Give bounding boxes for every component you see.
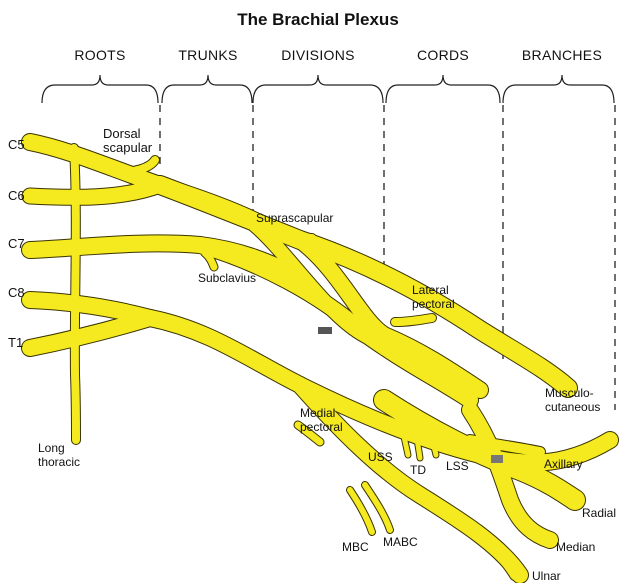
bracket-roots (42, 75, 158, 103)
lateral-pectoral-label-1: Lateral (412, 283, 449, 297)
header-roots: ROOTS (74, 47, 125, 63)
root-t1-label: T1 (8, 335, 23, 350)
bracket-branches (503, 75, 614, 103)
dorsal-scapular-label-1: Dorsal (103, 126, 141, 141)
median-label: Median (556, 540, 595, 554)
musculocutaneous-label-2: cutaneous (545, 400, 600, 414)
ulnar-label: Ulnar (532, 569, 561, 583)
header-branches: BRANCHES (522, 47, 602, 63)
lateral-pectoral-label-2: pectoral (412, 297, 455, 311)
long-thoracic-label-1: Long (38, 441, 65, 455)
radial-label: Radial (582, 506, 616, 520)
root-c6-nerve (30, 185, 160, 197)
medial-pectoral-label-2: pectoral (300, 420, 343, 434)
nerve-network (30, 142, 610, 575)
header-trunks: TRUNKS (178, 47, 237, 63)
mabc-label: MABC (383, 535, 418, 549)
suprascapular-label: Suprascapular (256, 211, 333, 225)
long-thoracic-nerve (74, 148, 76, 440)
medial-pectoral-label-1: Medial (300, 406, 335, 420)
dorsal-scapular-label-2: scapular (103, 140, 153, 155)
header-cords: CORDS (417, 47, 469, 63)
td-label: TD (410, 463, 426, 477)
musculocutaneous-label-1: Musculo- (545, 386, 594, 400)
root-c7-label: C7 (8, 236, 25, 251)
root-c8-label: C8 (8, 285, 25, 300)
figure-title: The Brachial Plexus (237, 10, 399, 29)
bracket-trunks (162, 75, 252, 103)
mbc-label: MBC (342, 540, 369, 554)
long-thoracic-label-2: thoracic (38, 455, 80, 469)
lateral-pectoral-nerve (395, 318, 432, 322)
hatch-mark (491, 455, 503, 463)
root-c6-label: C6 (8, 188, 25, 203)
lss-label: LSS (446, 459, 469, 473)
root-c5-label: C5 (8, 137, 25, 152)
bracket-divisions (253, 75, 383, 103)
header-divisions: DIVISIONS (281, 47, 355, 63)
hatch-mark (318, 327, 332, 334)
axillary-label: Axillary (544, 457, 583, 471)
subclavius-label: Subclavius (198, 271, 256, 285)
bracket-cords (386, 75, 500, 103)
uss-label: USS (368, 450, 393, 464)
